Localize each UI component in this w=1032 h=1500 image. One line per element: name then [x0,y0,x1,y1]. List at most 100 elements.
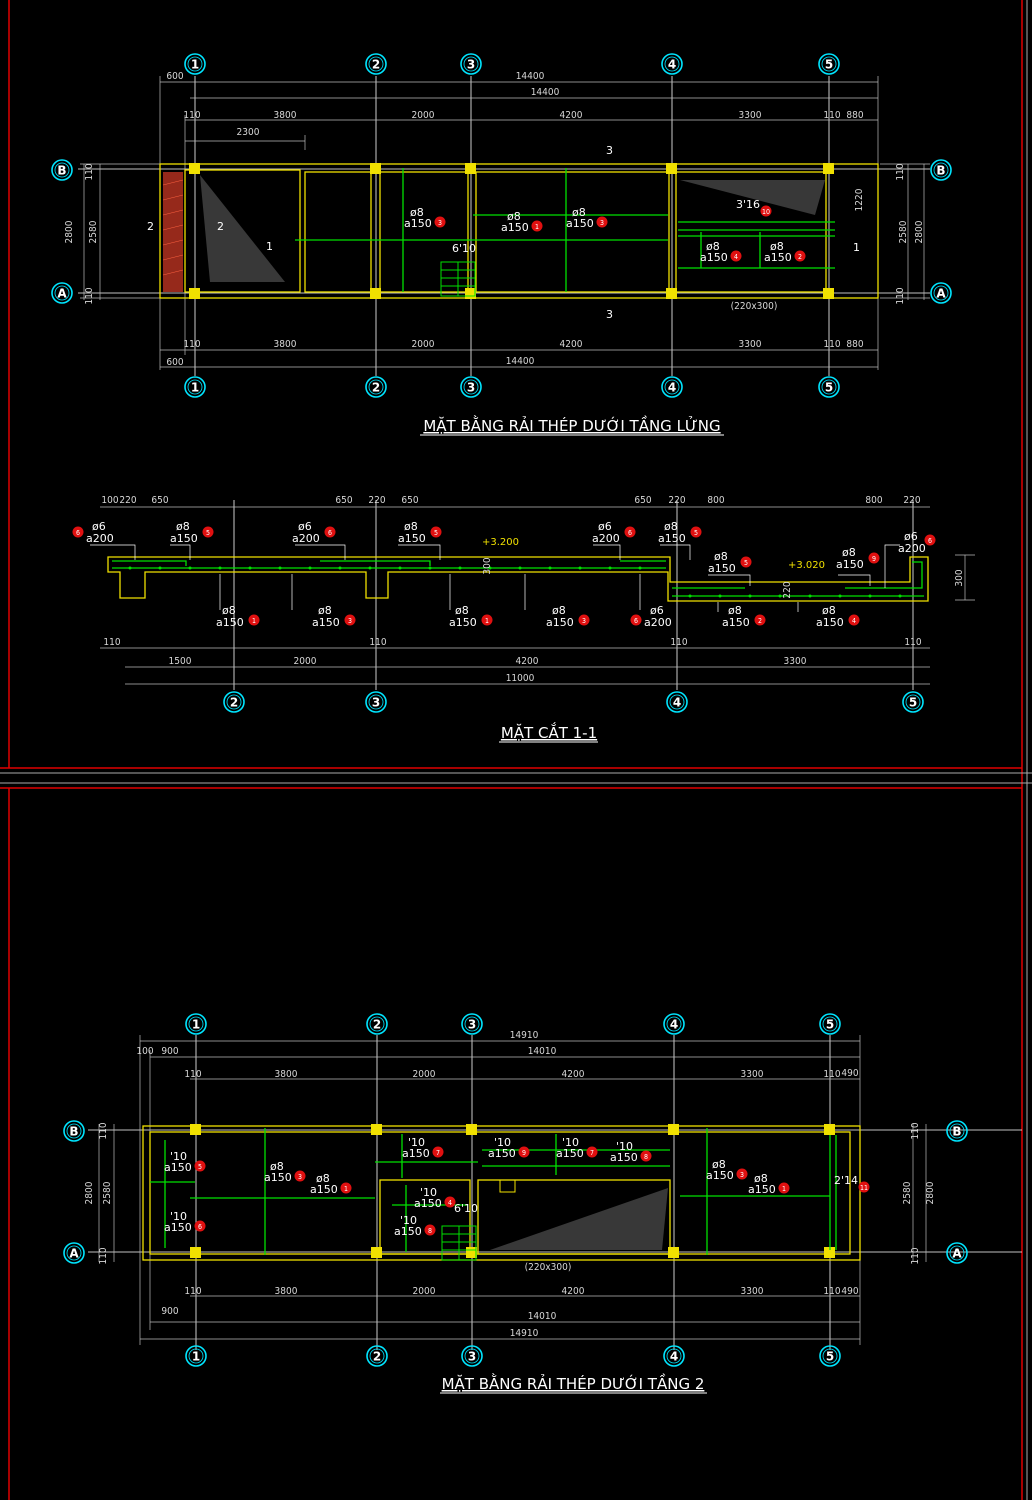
plan2-rebar-9-tag: 7 [590,1149,594,1157]
plan2-right-490-top: 490 [841,1068,858,1079]
plan2-rebar-2-tag-dot [294,1170,306,1182]
plan1-axis-right-A-inner-ring [933,285,949,301]
plan1-span-bottom-0: 3800 [274,339,297,350]
plan2-axis-bottom-3-inner-ring [464,1348,480,1364]
section-overall: 11000 [506,673,535,684]
plan1-span-top-0: 3800 [274,110,297,121]
plan1-axis-bottom-3: 3 [467,381,475,395]
plan2-left-100: 100 [136,1046,153,1057]
plan1-axis-bottom-5: 5 [825,381,833,395]
section-1-1 [90,500,975,690]
section-bottom-rebar-3-spacing: a150 [546,616,574,629]
section-small-dim-3: 110 [904,637,921,648]
section-top-rebar-1-spacing: a150 [170,532,198,545]
plan2-axis-bottom-1-ring [185,1345,207,1367]
plan1-left-height-inner: 2580 [88,220,99,243]
section-mark-1-right: 1 [853,241,860,254]
section-top-rebar-2-spacing: a200 [292,532,320,545]
plan2-axis-top-1: 1 [192,1018,200,1032]
section-top-rebar-3-tag: 5 [434,529,438,537]
slab-section-fill-right [680,180,825,215]
plan2-span-top-2: 4200 [562,1069,585,1080]
plan2-right-height-outer: 2800 [925,1181,936,1204]
section-bottom-rebar-6-spacing: a150 [816,616,844,629]
plan1-axis-left-A-ring [51,282,73,304]
plan2-axis-bottom-4-ring [663,1345,685,1367]
plan1-axis-top-1-inner-ring [187,56,203,72]
plan2-left-height-outer: 2800 [84,1181,95,1204]
section-bar-dots [128,566,902,598]
plan2-rebar-6-dia: '10 [400,1214,417,1227]
section-bottom-dim-0: 1500 [169,656,192,667]
plan1-left-overhang: 600 [166,71,183,82]
section-top-rebar-0-dia: ø6 [92,520,106,533]
plan2-small-top-left: 110 [184,1069,201,1080]
plan1-title: MẶT BẰNG RẢI THÉP DƯỚI TẦNG LỬNG [423,414,720,435]
plan2-axis-left-B-ring [63,1120,85,1142]
stair [440,261,476,297]
plan2-rebar-6-spacing: a150 [394,1225,422,1238]
plan2-axis-right-A-ring [946,1242,968,1264]
section-mark-3-bottom: 3 [606,308,613,321]
plan1-rebar-2-tag: 3 [600,219,604,227]
plan2-axis-bottom-3: 3 [468,1350,476,1364]
section-bottom-rebar-3-tag: 3 [582,617,586,625]
section-mark-2-outer: 2 [147,220,154,233]
plan1-axis-top-3: 3 [467,58,475,72]
section-depth-low: 220 [782,581,793,598]
plan1-small-bottom-right: 110 [823,339,840,350]
section-bottom-rebar-3-dia: ø8 [552,604,566,617]
opening-notch [499,1180,516,1193]
section-bottom-rebar-2-dia: ø8 [455,604,469,617]
slab-section-fill-2 [490,1188,668,1250]
plan1-axis-top-3-ring [460,53,482,75]
section-top-rebar-4-dia: ø6 [598,520,612,533]
plan1-sub-dim: 2300 [237,127,260,138]
section-top-rebar-8-tag-dot [924,534,936,546]
plan2-rebar-0-dia: '10 [170,1150,187,1163]
plan2-span-top-1: 2000 [413,1069,436,1080]
section-depth-mark: 300 [482,557,493,574]
plan1-axis-bottom-1: 1 [191,381,199,395]
section-top-rebar-8-spacing: a200 [898,542,926,555]
plan2-axis-top-2-ring [366,1013,388,1035]
plan1-axis-left-A: A [57,287,67,301]
section-small-dim-0: 110 [103,637,120,648]
plan-floor-2 [88,1035,1022,1350]
section-top-rebar-2-tag: 6 [328,529,332,537]
plan2-rebar-10-tag: 8 [644,1153,648,1161]
plan2-axis-top-2-inner-ring [369,1016,385,1032]
plan2-bottom-inner: 14010 [528,1311,557,1322]
section-small-dim-1: 110 [369,637,386,648]
section-bottom-rebar-4-spacing: a200 [644,616,672,629]
plan2-axis-bottom-2-ring [366,1345,388,1367]
plan2-rebar-7-dia: 6'10 [454,1202,478,1215]
plan1-small-top-left: 110 [183,110,200,121]
section-top-rebar-6-tag: 5 [744,559,748,567]
section-top-rebar-6-tag-dot [740,556,752,568]
plan1-axis-right-B-ring [930,159,952,181]
plan1-right-overhang-bottom: 880 [846,339,863,350]
plan1-rebar-2-dia: ø8 [572,206,586,219]
section-axis-2: 2 [230,696,238,710]
plan2-rebar-10-tag-dot [640,1150,652,1162]
plan1-rebar-0-spacing: a150 [404,217,432,230]
plan2-rebar-8-dia: '10 [494,1136,511,1149]
plan1-rebar-6-dia: ø8 [770,240,784,253]
slab-section-fill [200,175,285,282]
plan2-axis-top-4-ring [663,1013,685,1035]
section-top-dim-1: 220 [119,495,136,506]
plan2-axis-right-A-inner-ring [949,1245,965,1261]
plan2-rebar-8-spacing: a150 [488,1147,516,1160]
section-mark-1-left: 1 [266,240,273,253]
columns [189,163,834,299]
plan1-left-overhang-bottom: 600 [166,357,183,368]
plan1-axis-bottom-1-inner-ring [187,379,203,395]
plan1-span-bottom-1: 2000 [412,339,435,350]
plan2-axis-right-B-inner-ring [949,1123,965,1139]
section-bottom-dim-1: 2000 [294,656,317,667]
plan2-axis-bottom-2-inner-ring [369,1348,385,1364]
section-axis-4-inner-ring [669,694,685,710]
plan2-span-bottom-3: 3300 [741,1286,764,1297]
section-top-dim-5: 650 [401,495,418,506]
